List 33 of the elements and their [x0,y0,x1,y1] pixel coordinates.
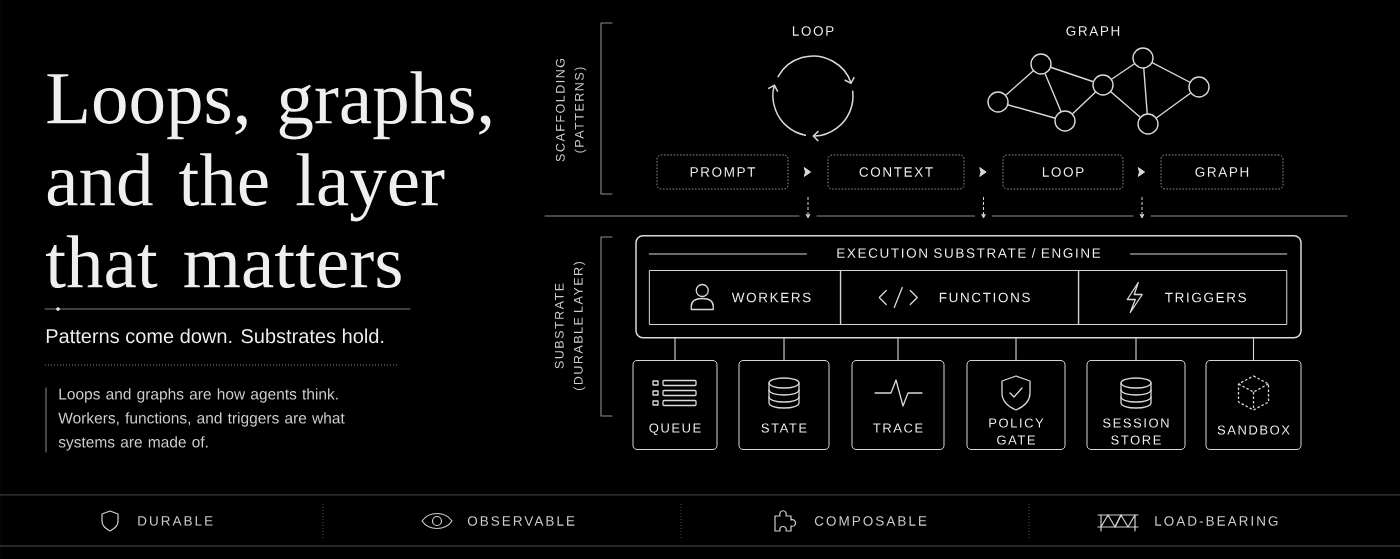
connector-line [1252,337,1255,361]
cell: WORKERS [649,270,842,325]
feature-label: OBSERVABLE [467,516,575,526]
chevron [979,167,987,177]
cell: TRIGGERS [1078,270,1288,325]
title: Loops, graphs, and the layer that matters [45,71,491,288]
component-box: SESSION STORE [1086,360,1186,450]
feature-label: COMPOSABLE [814,516,927,526]
side-label: SUBSTRATE (DURABLE LAYER) [554,262,586,390]
connector-line [783,337,785,361]
connector-line [674,337,676,361]
feature-label: LOAD-BEARING [1155,516,1278,526]
chevron [1137,167,1146,177]
connector-line [897,337,899,361]
dotted-box: GRAPH [1160,154,1284,190]
section-heading: LOOP [792,26,834,36]
connector-line [1135,337,1137,361]
subtitle: Patterns come down. Substrates hold. [46,328,384,344]
component-box: TRACE [851,360,945,450]
component-box: QUEUE [632,360,718,450]
dotted-box: PROMPT [656,154,789,190]
dotted-box: LOOP [1002,154,1124,190]
connector-line [1015,337,1017,361]
dotted-box: CONTEXT [827,154,965,190]
body-text: Loops and graphs are how agents think. Workers, functions, and triggers are what systems are made of. [58,388,345,451]
side-label: SCAFFOLDING (PATTERNS) [555,59,587,162]
component-box: STATE [738,360,830,450]
component-box: SANDBOX [1205,360,1302,450]
component-box: POLICY GATE [966,360,1066,450]
chevron [803,167,812,177]
feature-label: DURABLE [138,516,213,526]
section-heading: GRAPH [1066,26,1120,36]
cell: FUNCTIONS [840,270,1080,325]
